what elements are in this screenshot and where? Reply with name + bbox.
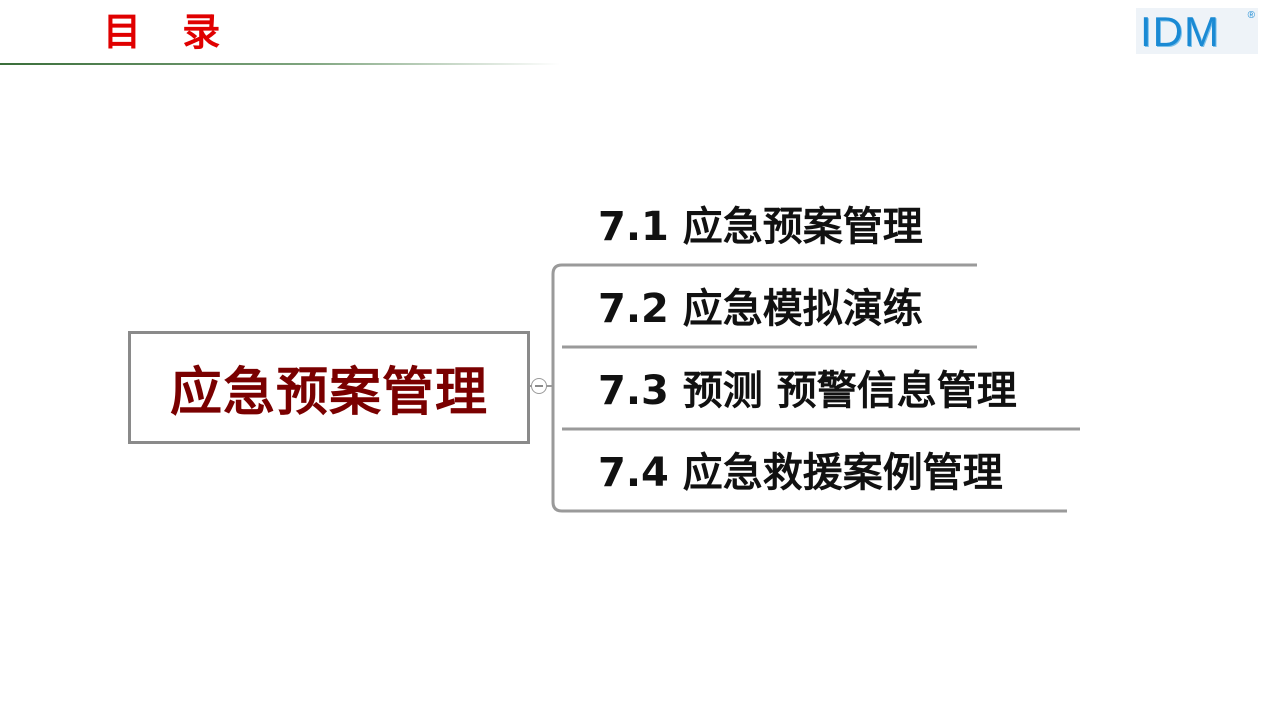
logo-text: IDM xyxy=(1140,8,1220,55)
branch-node-7-3[interactable]: 7.3 预测 预警信息管理 xyxy=(598,368,1017,414)
branch-node-7-4[interactable]: 7.4 应急救援案例管理 xyxy=(598,450,1003,496)
collapse-toggle[interactable] xyxy=(531,378,547,394)
idm-logo: IDM ® xyxy=(1136,8,1258,55)
root-node-label: 应急预案管理 xyxy=(169,363,488,423)
page-title: 目 录 xyxy=(103,10,235,54)
header-divider xyxy=(0,63,560,65)
branch-node-7-2[interactable]: 7.2 应急模拟演练 xyxy=(598,286,923,332)
root-node[interactable]: 应急预案管理 xyxy=(128,331,530,444)
trunk-line xyxy=(551,263,563,513)
branch-node-7-1[interactable]: 7.1 应急预案管理 xyxy=(598,204,923,250)
registered-mark: ® xyxy=(1247,10,1255,21)
